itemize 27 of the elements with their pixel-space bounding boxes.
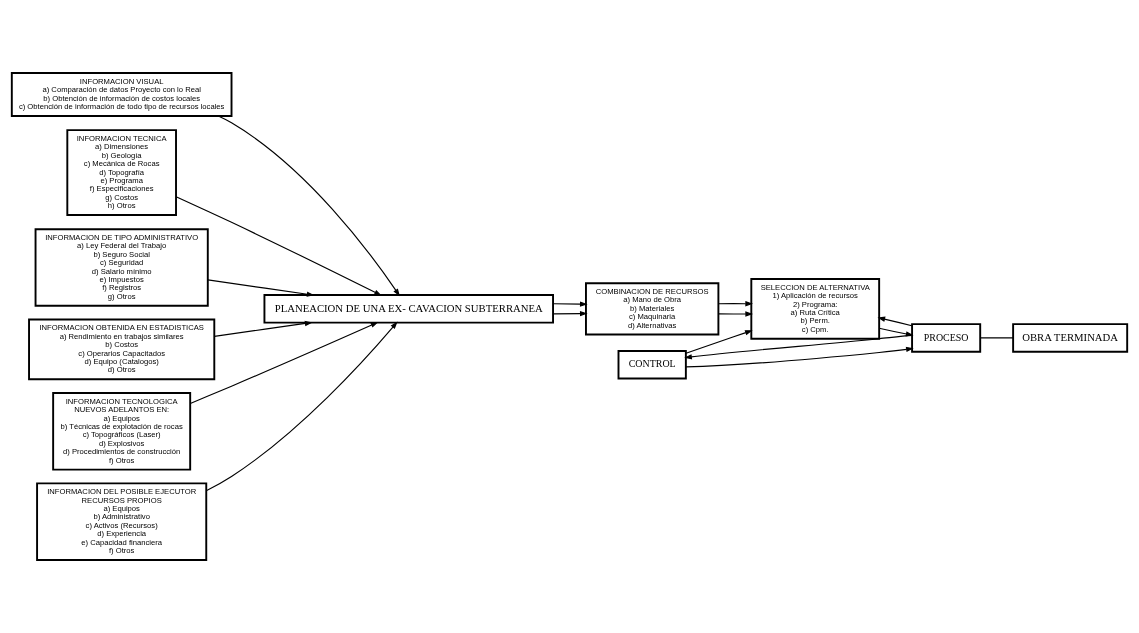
node-box: INFORMACION DEL POSIBLE EJECUTOR RECURSOS PROPIOS a) Equipos b) Administrativo c) Activos (Recursos) d) Experiencia e) Capacidad financiera f) Otros (36, 482, 208, 561)
arrow (552, 301, 588, 307)
node-box: INFORMACION DE TIPO ADMINISTRATIVO a) Ley Federal del Trabajo b) Seguro Social c) Seguridad d) Salario mínimo e) Impuestos f) Registros g) Otros (34, 228, 209, 307)
node-box: OBRA TERMINADA (1012, 323, 1129, 353)
connector (979, 337, 1014, 339)
node-box: CONTROL (617, 350, 687, 380)
arrow (717, 301, 753, 307)
node-box: SELECCION DE ALTERNATIVA 1) Aplicación de recursos 2) Programa: a) Ruta Crítica b) Perm. c) Cpm. (750, 278, 881, 340)
arrow (217, 115, 400, 297)
arrow (877, 316, 913, 327)
arrow (684, 334, 913, 360)
node-box: COMBINACION DE RECURSOS a) Mano de Obra b) Materiales c) Maquinaria d) Alternativas (585, 282, 720, 336)
arrow (189, 322, 379, 405)
node-box: PROCESO (911, 323, 982, 353)
arrow (205, 321, 398, 492)
arrow (213, 320, 313, 337)
arrow (685, 330, 753, 354)
node-box: INFORMACION VISUAL a) Comparación de datos Proyecto con lo Real b) Obtención de información de costos locales c) Obtención de información de todo tipo de recursos locales (10, 72, 233, 117)
arrow (685, 346, 914, 368)
node-box: INFORMACION OBTENIDA EN ESTADISTICAS a) Rendimiento en trabajos similares b) Costos c) Operarios Capacitados d) Equipo (Catalogos) d) Otros (28, 318, 216, 381)
node-box: INFORMACION TECNICA a) Dimensiones b) Geología c) Mecánica de Rocas d) Topografía e) Programa f) Especificaciones g) Costos h) Otros (66, 129, 177, 217)
node-box: PLANEACION DE UNA EX- CAVACION SUBTERRANEA (263, 294, 554, 324)
arrow (175, 196, 382, 296)
arrow (552, 310, 588, 317)
arrow (207, 279, 315, 297)
arrow (717, 311, 753, 317)
node-box: INFORMACION TECNOLOGICA NUEVOS ADELANTOS EN: a) Equipos b) Técnicas de explotación de rocas c) Topográficos (Laser) d) Explosivos d) Procedimientos de construcción f) Otros (52, 392, 192, 471)
